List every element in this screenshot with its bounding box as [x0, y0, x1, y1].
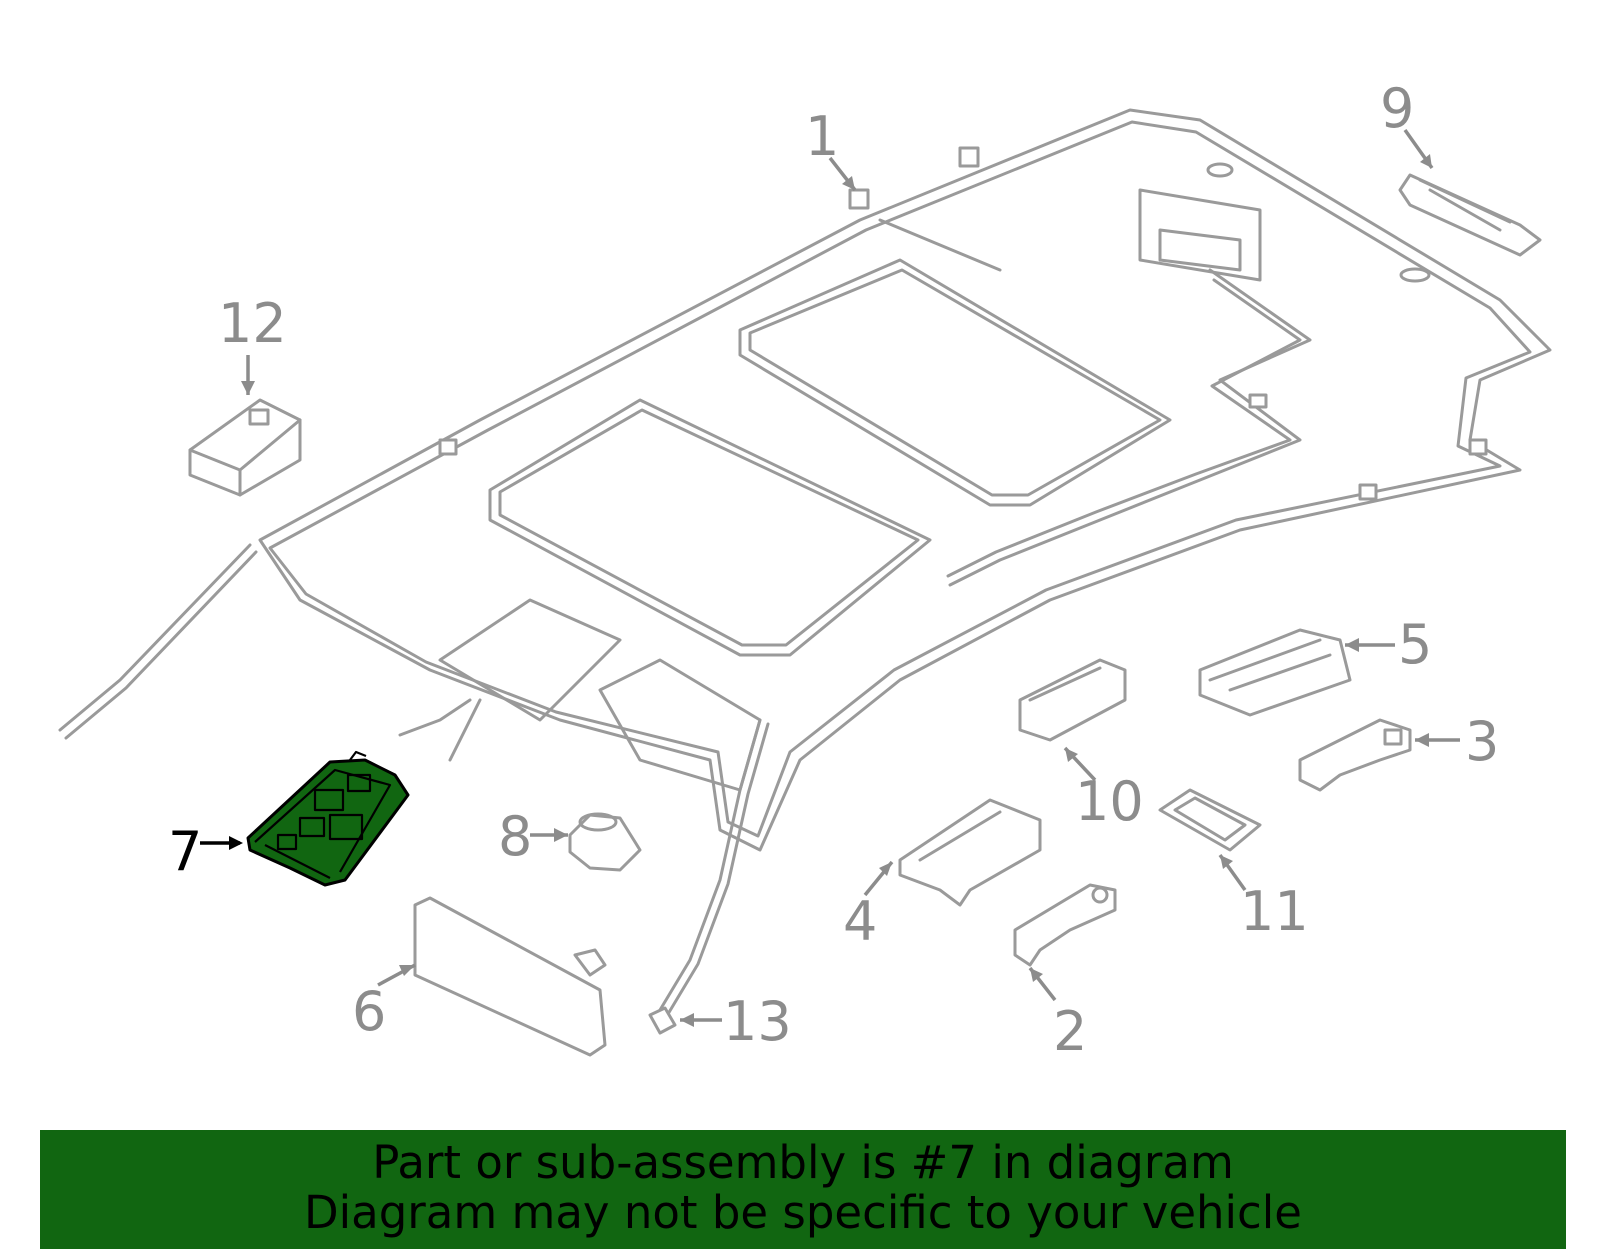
part-5-bracket — [1198, 628, 1352, 717]
part-4-bracket — [898, 798, 1042, 907]
callout-1: 1 — [805, 105, 839, 168]
callout-8: 8 — [498, 805, 532, 868]
callout-6: 6 — [352, 980, 386, 1043]
part-7-map-lamp-highlighted — [246, 750, 410, 887]
callout-9: 9 — [1380, 77, 1414, 140]
callout-3: 3 — [1465, 710, 1499, 773]
callout-2: 2 — [1053, 1000, 1087, 1063]
banner-line-2: Diagram may not be specific to your vehi… — [304, 1186, 1302, 1239]
part-3-grab-handle — [1298, 718, 1412, 792]
callout-labels: 1 9 12 5 3 10 11 4 2 8 6 13 7 — [168, 77, 1499, 1063]
part-12-switch-module — [188, 398, 302, 497]
callout-leaders — [200, 128, 1460, 1027]
callout-12: 12 — [218, 292, 287, 355]
headliner-assembly — [58, 108, 1552, 1016]
callout-7: 7 — [168, 820, 202, 883]
callout-13: 13 — [723, 990, 792, 1053]
banner-line-1: Part or sub-assembly is #7 in diagram — [372, 1136, 1234, 1189]
part-6-sun-visor — [413, 896, 607, 1057]
part-11-lamp — [1158, 788, 1262, 852]
part-9-rear-lamp — [1398, 173, 1542, 257]
part-8-cover — [568, 812, 642, 872]
info-banner: Part or sub-assembly is #7 in diagram Di… — [40, 1130, 1566, 1249]
parts-diagram: 1 9 12 5 3 10 11 4 2 8 6 13 7 — [58, 77, 1552, 1063]
callout-11: 11 — [1240, 880, 1309, 943]
part-10-lamp — [1018, 658, 1127, 742]
callout-5: 5 — [1398, 613, 1432, 676]
part-13-connector — [648, 1006, 677, 1035]
part-2-grab-handle — [1013, 883, 1117, 967]
callout-10: 10 — [1075, 770, 1144, 833]
callout-4: 4 — [843, 890, 877, 953]
